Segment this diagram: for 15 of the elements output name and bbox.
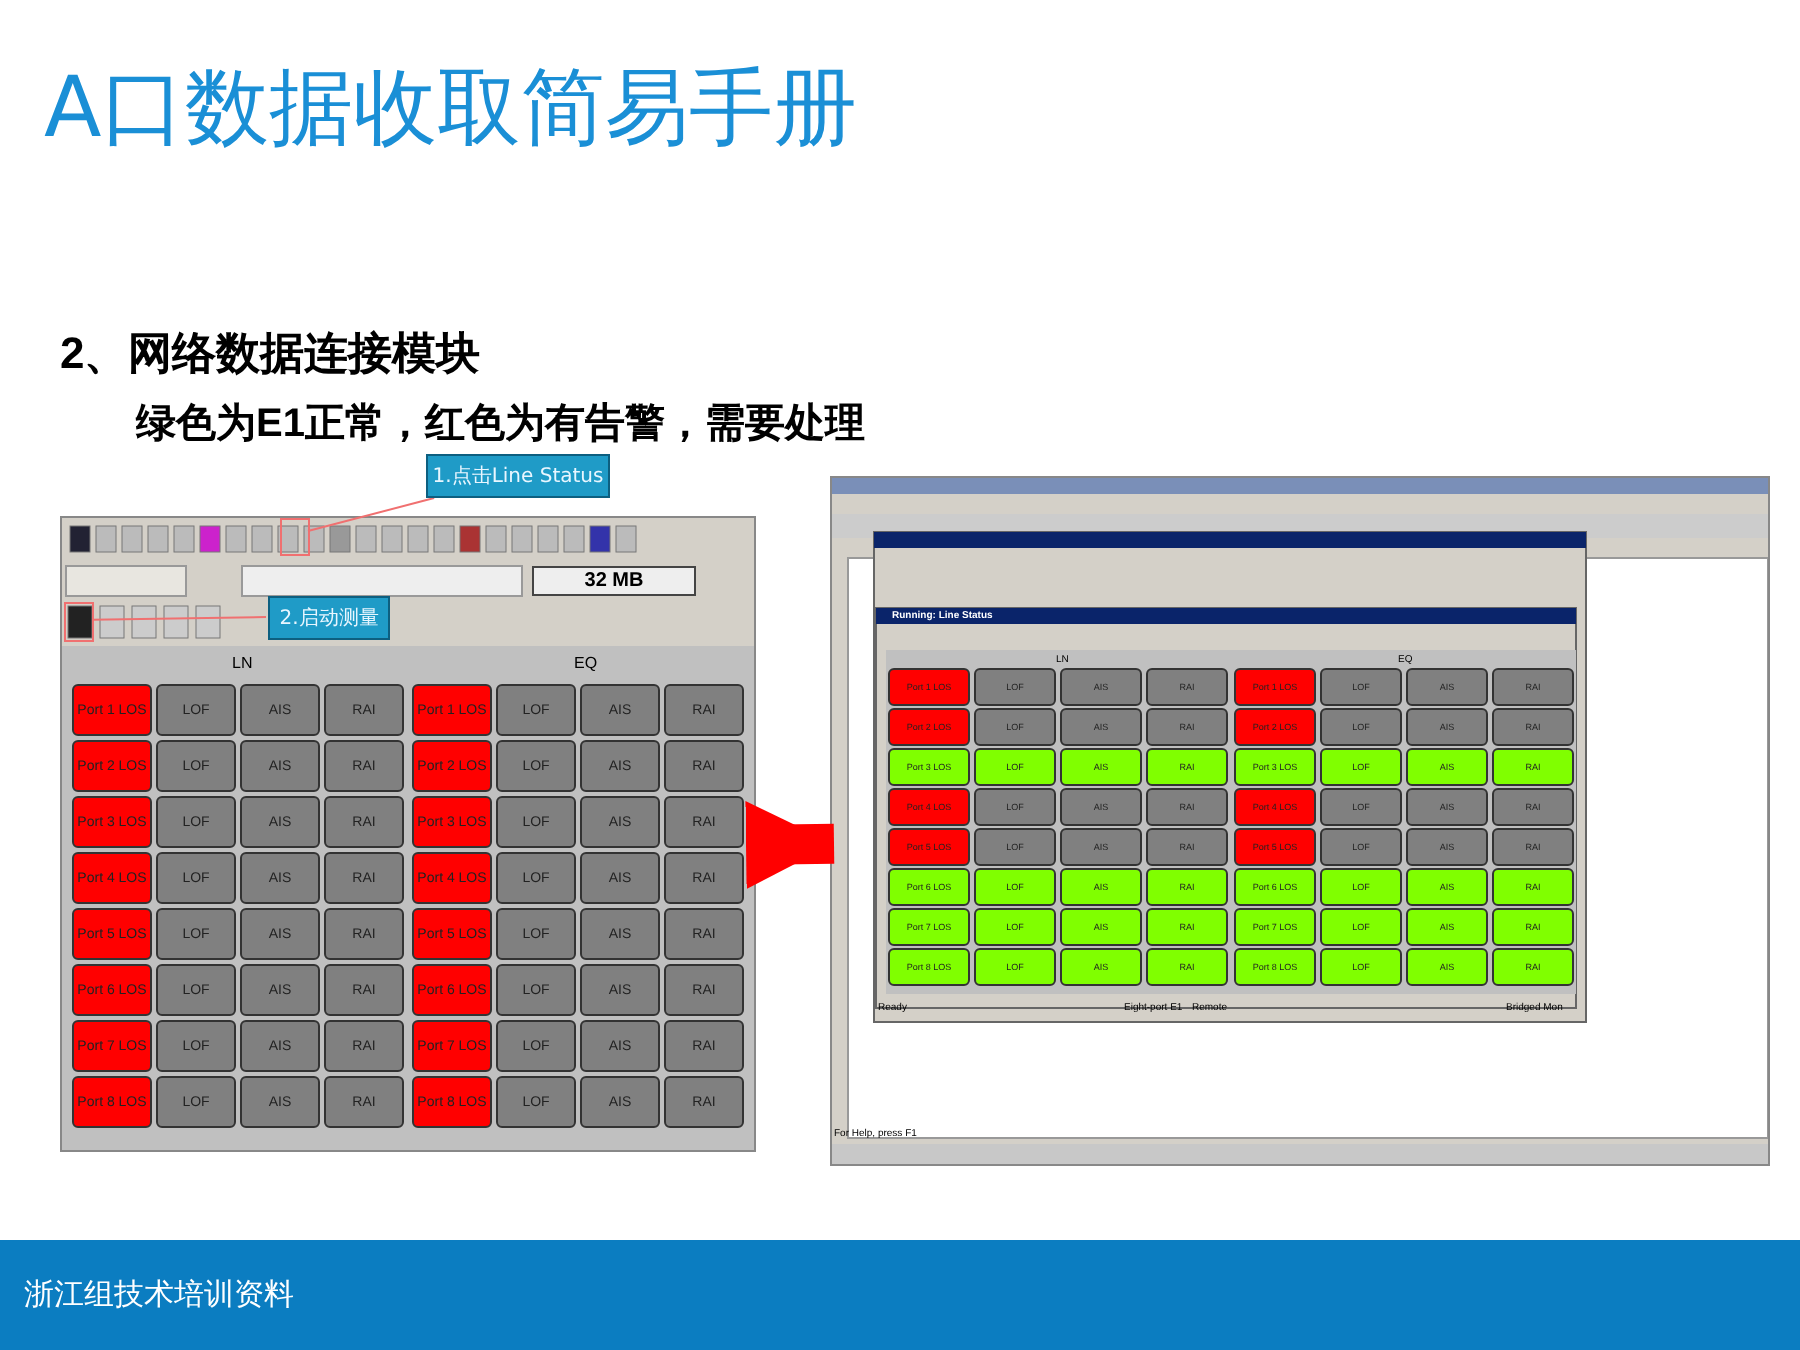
memory-field: 32 MB — [532, 566, 696, 596]
screenshot-window — [60, 516, 756, 1152]
callout-box: 2.启动测量 — [268, 596, 390, 640]
column-header: LN — [232, 654, 253, 672]
callout-box: 1.点击Line Status — [426, 454, 610, 498]
arrow — [745, 801, 835, 889]
highlighted-icon — [280, 518, 310, 556]
title-text: A口数据收取简易手册 — [44, 56, 858, 160]
highlighted-icon — [64, 602, 94, 642]
note-text: 绿色为E1正常，红色为有告警，需要处理 — [136, 400, 865, 450]
footer-text: 浙江组技术培训资料 — [24, 1276, 294, 1314]
leader-line — [91, 616, 267, 621]
heading-text: 2、网络数据连接模块 — [60, 326, 481, 382]
column-header: EQ — [574, 654, 598, 672]
leader-line — [307, 497, 436, 533]
